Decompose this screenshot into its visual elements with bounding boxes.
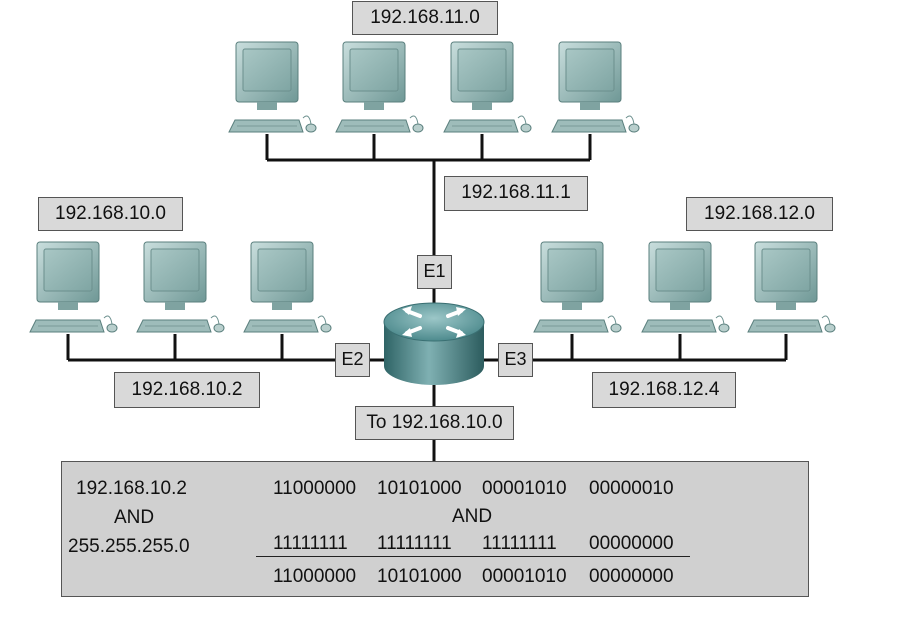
network-label-right: 192.168.12.0 [686,197,833,231]
calc-and-left: AND [114,507,155,528]
ip-octet-4: 00000010 [589,478,674,499]
calc-and-middle: AND [452,506,493,527]
computer-icon [228,41,317,133]
computer-icon [243,241,332,333]
result-octet-2: 10101000 [377,566,462,587]
mask-octet-3: 11111111 [482,533,557,554]
network-label-left: 192.168.10.0 [38,197,183,231]
interface-e3-label: E3 [498,343,533,377]
result-octet-3: 00001010 [482,566,567,587]
result-divider [256,556,690,557]
mask-octet-2: 11111111 [377,533,452,554]
ip-octet-2: 10101000 [377,478,462,499]
result-octet-1: 11000000 [273,566,357,587]
ip-octet-1: 11000000 [273,478,357,499]
mask-octet-1: 11111111 [273,533,348,554]
network-label-top: 192.168.11.0 [352,1,498,35]
computer-icon [747,241,836,333]
computer-icon [533,241,622,333]
computer-icon [551,41,640,133]
interface-e1-label: E1 [417,255,452,289]
interface-e1-address: 192.168.11.1 [444,176,588,211]
ip-octet-3: 00001010 [482,478,567,499]
computer-icon [641,241,730,333]
interface-e3-address: 192.168.12.4 [592,372,736,408]
result-octet-4: 00000000 [589,566,674,587]
computer-icon [335,41,424,133]
computer-icon [136,241,225,333]
and-calculation-panel [61,461,809,597]
router-arrows-icon [402,306,466,338]
destination-label: To 192.168.10.0 [355,406,514,440]
interface-e2-label: E2 [335,343,370,377]
mask-octet-4: 00000000 [589,533,674,554]
router-icon [383,302,485,385]
network-wires [66,134,788,461]
computer-icon [443,41,532,133]
computer-icon [29,241,118,333]
interface-e2-address: 192.168.10.2 [114,372,260,408]
calc-subnet-mask: 255.255.255.0 [68,536,190,557]
calc-ip-address: 192.168.10.2 [76,478,187,499]
